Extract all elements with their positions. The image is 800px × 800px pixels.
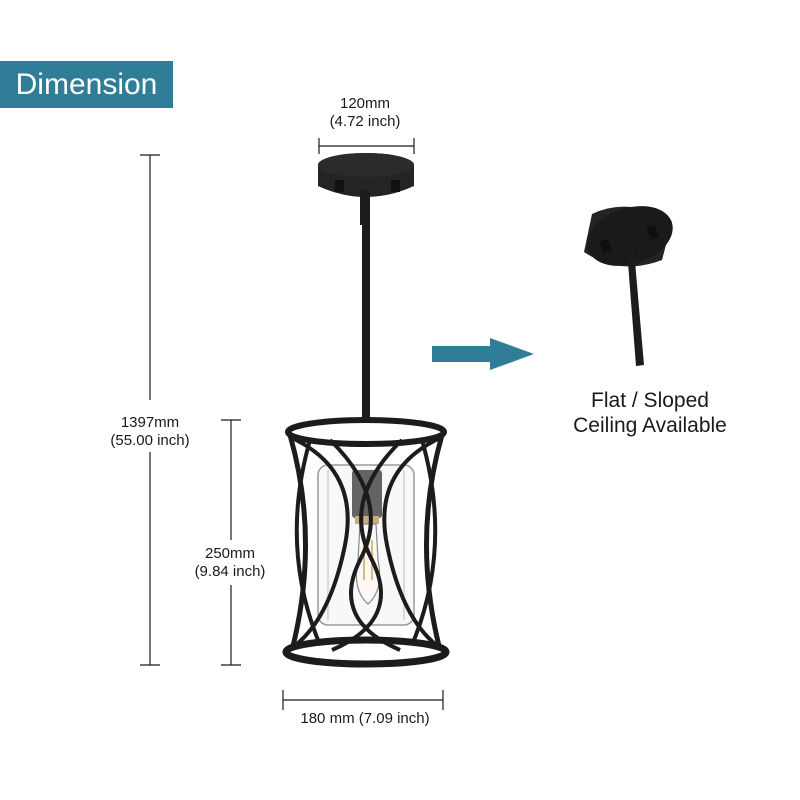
- shade-height-label: 250mm (9.84 inch): [170, 545, 290, 581]
- canopy-width-dimension-line: [318, 138, 415, 154]
- dimension-title-badge: Dimension: [0, 61, 173, 108]
- arrow-right-icon: [432, 338, 534, 370]
- stem-rod: [360, 190, 370, 225]
- shade-width-dimension-line: [282, 690, 444, 710]
- total-height-mm: 1397mm: [120, 414, 180, 431]
- canopy-width-label: 120mm (4.72 inch): [300, 95, 430, 131]
- pendant-fixture: [318, 153, 414, 524]
- canopy-width-mm: 120mm: [339, 95, 391, 112]
- ceiling-note-line1: Flat / Sloped: [591, 389, 709, 412]
- canopy-width-inch: (4.72 inch): [329, 113, 401, 130]
- total-height-inch: (55.00 inch): [110, 432, 190, 449]
- cage-bottom-ring: [282, 636, 450, 668]
- total-height-dimension-line: [140, 154, 160, 666]
- bulb: [355, 523, 381, 605]
- cage-top-ring: [285, 417, 447, 447]
- shade-width-label: 180 mm (7.09 inch): [300, 710, 430, 727]
- cage: [282, 417, 450, 668]
- shade-height-mm: 250mm: [204, 545, 256, 562]
- shade-height-inch: (9.84 inch): [194, 563, 266, 580]
- total-height-label: 1397mm (55.00 inch): [90, 414, 210, 450]
- sloped-canopy-detail: [584, 206, 673, 366]
- ceiling-note-line2: Ceiling Available: [573, 414, 727, 437]
- ceiling-note: Flat / Sloped Ceiling Available: [545, 388, 755, 438]
- shade-height-dimension-line: [221, 419, 241, 666]
